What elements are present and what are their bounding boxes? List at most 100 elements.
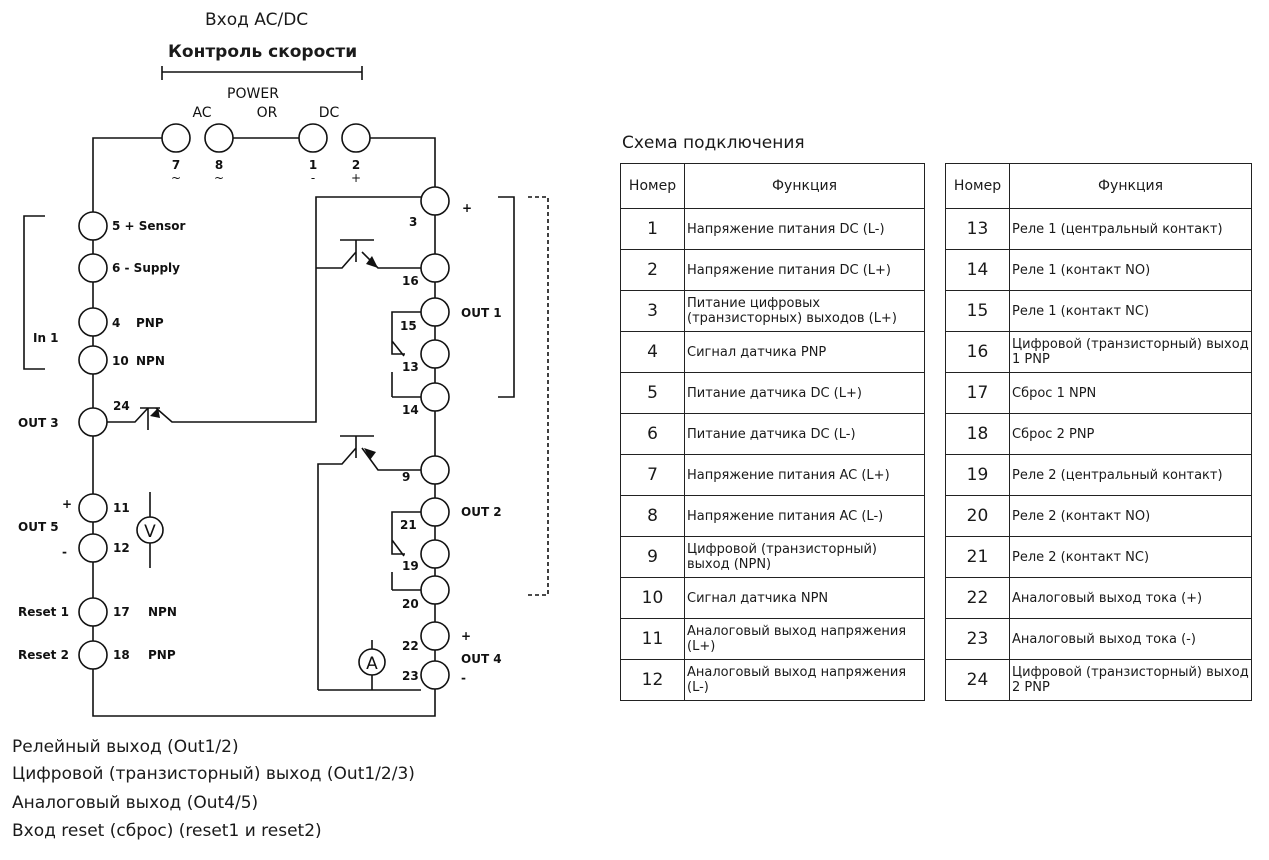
terminal-sign: ~: [214, 171, 224, 185]
pin-function: Питание цифровых (транзисторных) выходов…: [684, 290, 925, 332]
pin-number: 15: [945, 290, 1010, 332]
in1-label: In 1: [33, 331, 59, 345]
pin-function: Реле 1 (центральный контакт): [1009, 208, 1252, 250]
terminal-label: 18: [113, 648, 130, 662]
header-num: Номер: [620, 163, 685, 209]
in1-bracket: [23, 215, 45, 370]
terminal-type: PNP: [136, 316, 164, 330]
out1-bracket: [498, 196, 515, 398]
pin-function: Напряжение питания DC (L+): [684, 249, 925, 291]
out2-relay: [391, 511, 421, 591]
terminal-8: [204, 123, 234, 153]
terminal-10: [78, 345, 108, 375]
terminal-sign: ~: [171, 171, 181, 185]
pin-number: 24: [945, 659, 1010, 701]
pin-function: Напряжение питания AC (L+): [684, 454, 925, 496]
pin-number: 2: [620, 249, 685, 291]
pin-function: Аналоговый выход тока (-): [1009, 618, 1252, 660]
header-func: Функция: [684, 163, 925, 209]
terminal-6: [78, 253, 108, 283]
reset2-label: Reset 2: [18, 648, 69, 662]
or-label: OR: [257, 105, 278, 121]
minus-sign: -: [461, 671, 466, 685]
pin-function: Аналоговый выход тока (+): [1009, 577, 1252, 619]
voltmeter-icon: [136, 516, 164, 544]
input-title: Вход AC/DC: [205, 10, 309, 30]
out3-label: OUT 3: [18, 416, 59, 430]
pin-function: Реле 2 (контакт NC): [1009, 536, 1252, 578]
schema-title: Схема подключения: [622, 133, 805, 153]
plus-sign: +: [462, 201, 472, 215]
pin-function: Аналоговый выход напряжения (L-): [684, 659, 925, 701]
terminal-label: 19: [402, 559, 419, 573]
pin-function: Реле 2 (центральный контакт): [1009, 454, 1252, 496]
terminal-label: 15: [400, 319, 417, 333]
pin-number: 20: [945, 495, 1010, 537]
reset1-label: Reset 1: [18, 605, 69, 619]
pin-number: 6: [620, 413, 685, 455]
terminal-1: [298, 123, 328, 153]
pin-function: Сигнал датчика NPN: [684, 577, 925, 619]
pin-number: 14: [945, 249, 1010, 291]
terminal-label: 11: [113, 501, 130, 515]
pin-number: 7: [620, 454, 685, 496]
pin-function: Реле 2 (контакт NO): [1009, 495, 1252, 537]
terminal-3: [420, 186, 450, 216]
pin-function: Питание датчика DC (L+): [684, 372, 925, 414]
pin-number: 17: [945, 372, 1010, 414]
wiring-diagram: POWER AC OR DC 7 ~ 8 ~ 1 - 2 + 5 + Senso…: [18, 66, 549, 717]
terminal-sign: +: [351, 171, 361, 185]
pin-function: Цифровой (транзисторный) выход (NPN): [684, 536, 925, 578]
top-bracket: [161, 66, 363, 80]
pin-function: Цифровой (транзисторный) выход 1 PNP: [1009, 331, 1252, 373]
terminal-label: 7: [172, 158, 180, 172]
note-line: Релейный выход (Out1/2): [12, 737, 239, 757]
terminal-label: 23: [402, 669, 419, 683]
terminal-label: 12: [113, 541, 130, 555]
terminal-4: [78, 307, 108, 337]
terminal-label: 10: [112, 354, 129, 368]
terminal-label: 21: [400, 518, 417, 532]
terminal-12: [78, 533, 108, 563]
out1-transistor: [316, 239, 421, 269]
pin-number: 8: [620, 495, 685, 537]
header-func: Функция: [1009, 163, 1252, 209]
header-num: Номер: [945, 163, 1010, 209]
pin-function: Реле 1 (контакт NO): [1009, 249, 1252, 291]
pin-number: 23: [945, 618, 1010, 660]
terminal-19: [420, 539, 450, 569]
pin-function: Напряжение питания AC (L-): [684, 495, 925, 537]
ammeter-label: A: [366, 654, 378, 674]
terminal-label: 3: [409, 215, 417, 229]
terminal-22: [420, 621, 450, 651]
terminal-24: [78, 407, 108, 437]
terminal-2: [341, 123, 371, 153]
terminal-14: [420, 382, 450, 412]
terminal-label: 5 + Sensor: [112, 219, 185, 233]
out3-transistor-wire: [107, 196, 421, 430]
terminal-label: 17: [113, 605, 130, 619]
terminal-label: 22: [402, 639, 419, 653]
terminal-18: [78, 640, 108, 670]
terminal-15: [420, 297, 450, 327]
pin-number: 5: [620, 372, 685, 414]
note-line: Аналоговый выход (Out4/5): [12, 793, 259, 814]
terminal-sign: -: [311, 171, 315, 185]
voltmeter-label: V: [144, 522, 156, 542]
